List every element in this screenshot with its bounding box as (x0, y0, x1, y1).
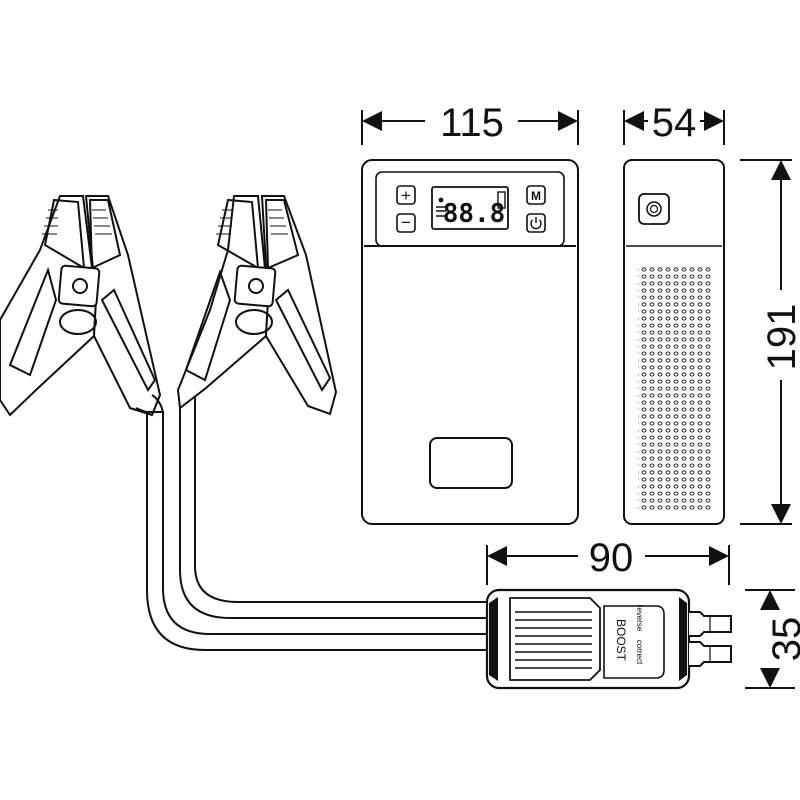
battery-icon (497, 191, 506, 209)
clamp-left (0, 195, 165, 417)
minus-button (396, 213, 416, 233)
temperature-icon (438, 197, 444, 203)
boost-label: BOOST (614, 619, 628, 662)
dimension-height: 191 (740, 159, 800, 525)
dimension-label-35: 35 (765, 617, 800, 662)
plus-button (396, 185, 416, 205)
plus-icon: + (401, 186, 411, 205)
mode-label: M (531, 189, 541, 203)
correct-label: correct (635, 640, 644, 665)
dimension-clamp-box-height: 35 (745, 589, 800, 689)
front-window (429, 437, 513, 489)
device-side-view (623, 159, 725, 525)
mode-button (526, 185, 546, 205)
dimension-label-90: 90 (589, 536, 634, 580)
dimension-label-191: 191 (760, 304, 800, 371)
lcd-display (431, 186, 509, 230)
dimension-clamp-box-width: 90 (486, 536, 730, 585)
minus-icon: − (401, 213, 411, 232)
boost-panel (603, 605, 665, 679)
dimension-label-54: 54 (652, 101, 697, 145)
ventilation-grille (638, 266, 712, 510)
dimension-width-front: 115 (361, 101, 579, 145)
smart-clamp-box: BOOST correct reverse (485, 588, 732, 690)
reverse-label: reverse (635, 605, 644, 632)
device-front-view: + − 88.8 M (361, 159, 579, 525)
lcd-digits: 88.8 (443, 199, 506, 229)
power-button (526, 213, 546, 233)
jumper-cables (146, 396, 490, 651)
clamp-right (176, 195, 338, 416)
dimension-label-115: 115 (440, 101, 504, 145)
usb-port-icon (638, 193, 670, 225)
dimension-depth-side: 54 (623, 101, 725, 145)
power-icon (530, 217, 542, 230)
